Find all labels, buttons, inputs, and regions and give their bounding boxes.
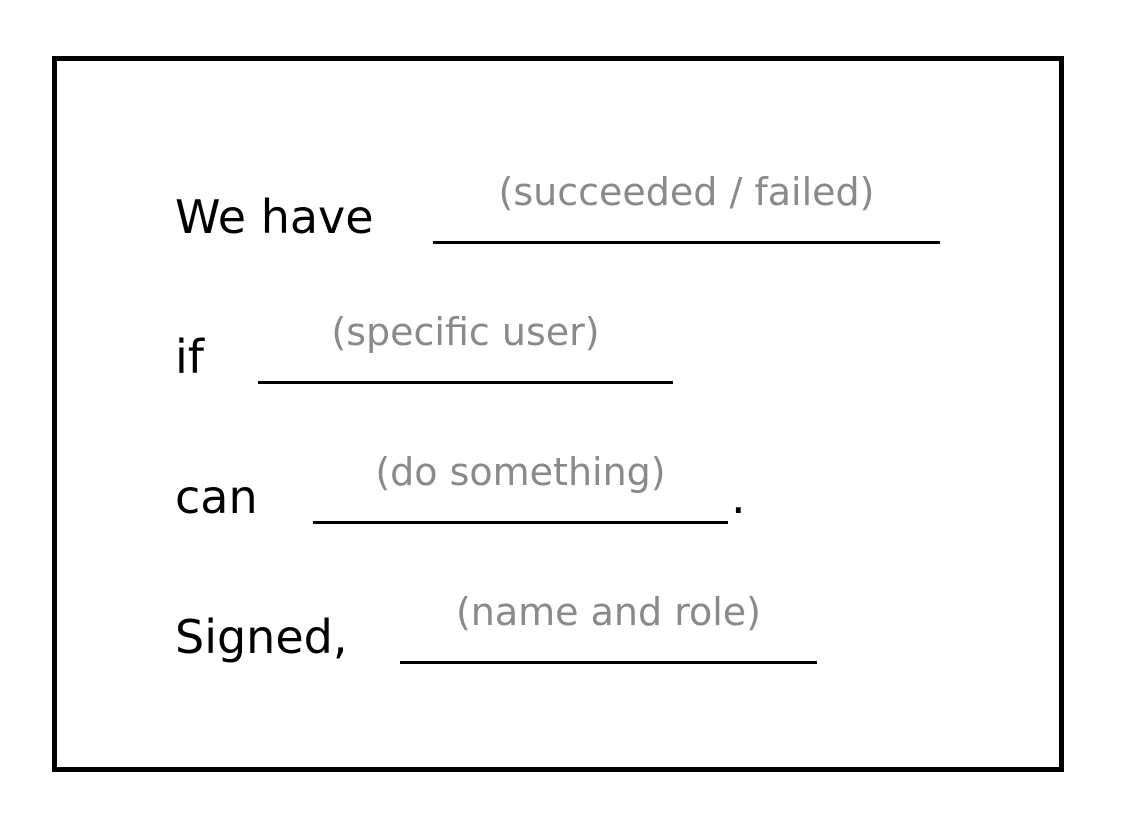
outcome-blank[interactable]: (succeeded / failed)	[433, 173, 940, 244]
signature-blank[interactable]: (name and role)	[400, 593, 817, 664]
user-blank[interactable]: (specific user)	[258, 313, 673, 384]
user-hint: (specific user)	[331, 310, 600, 354]
signature-hint: (name and role)	[455, 590, 762, 634]
action-hint: (do something)	[375, 450, 666, 494]
period: .	[731, 470, 746, 524]
row-label: can	[175, 470, 258, 524]
outcome-hint: (succeeded / failed)	[498, 170, 875, 214]
row-label: Signed,	[175, 610, 348, 664]
statement-card	[52, 56, 1064, 772]
row-label: We have	[175, 190, 374, 244]
action-blank[interactable]: (do something)	[313, 453, 728, 524]
row-label: if	[175, 330, 204, 384]
